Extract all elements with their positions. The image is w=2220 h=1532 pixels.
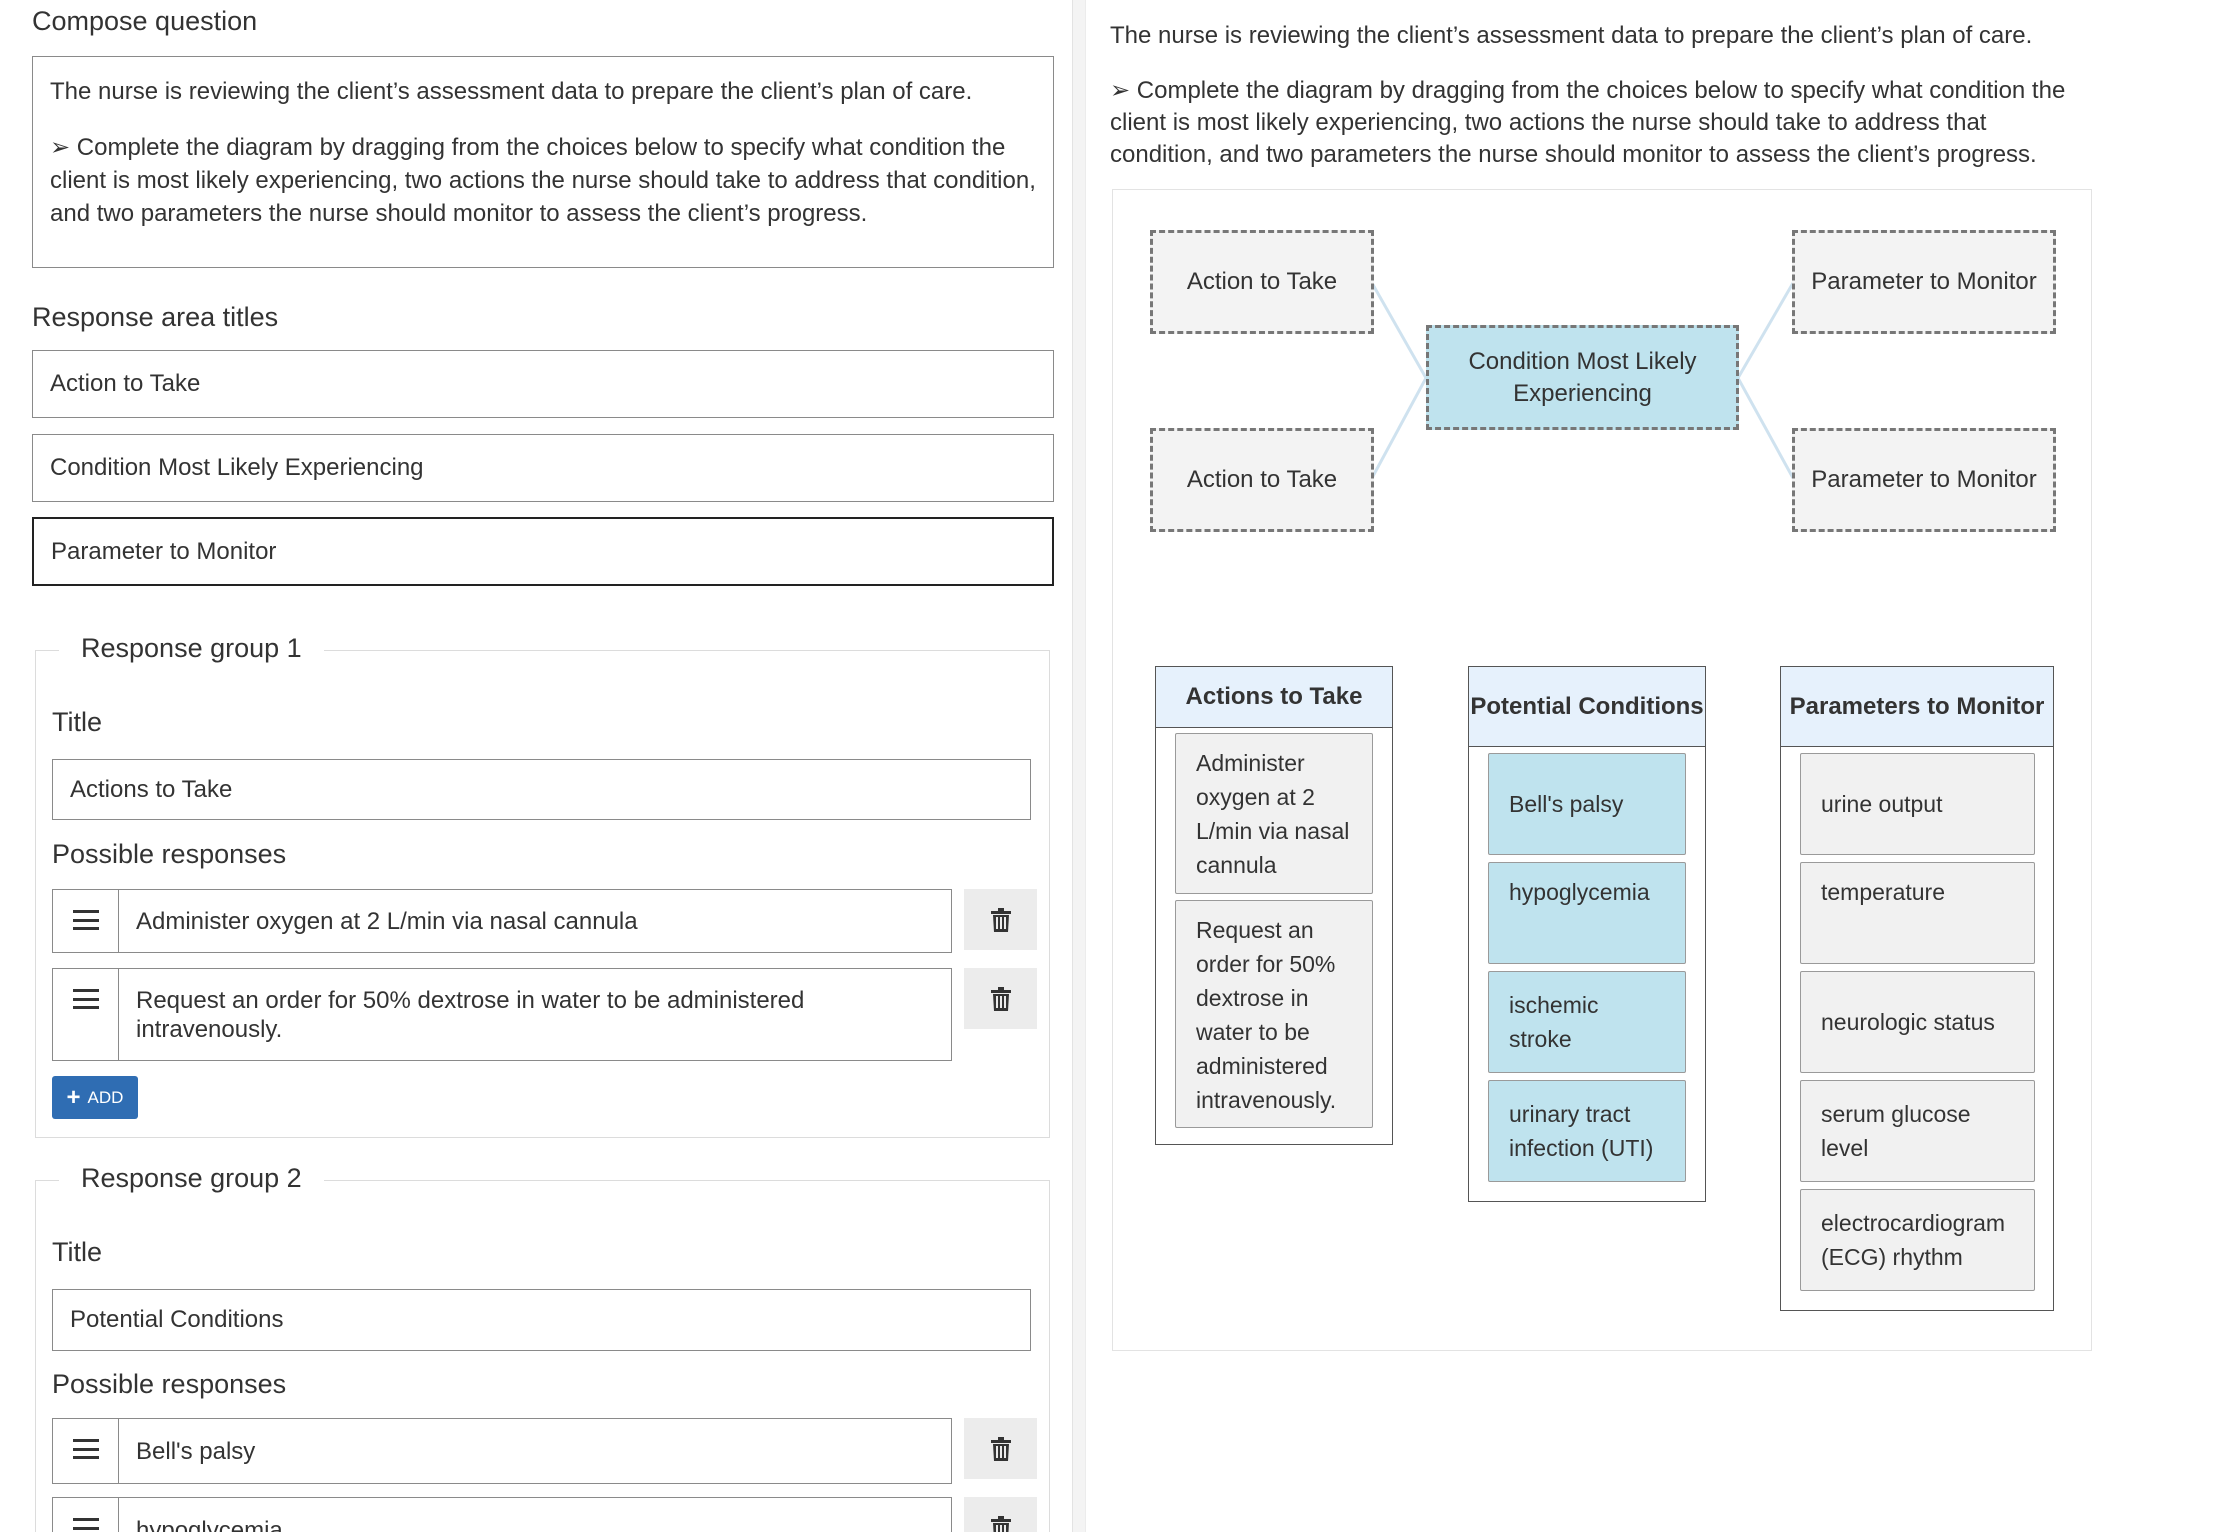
action-slot-2[interactable]: Action to Take xyxy=(1150,428,1374,532)
question-editor[interactable]: The nurse is reviewing the client’s asse… xyxy=(32,56,1054,268)
add-response-button[interactable]: + ADD xyxy=(52,1076,138,1119)
connector-line xyxy=(1736,282,1795,379)
response-group-2: Response group 2 Title Potential Conditi… xyxy=(35,1163,1050,1532)
drag-handle-icon[interactable] xyxy=(53,969,119,1060)
response-input[interactable]: Request an order for 50% dextrose in wat… xyxy=(136,986,805,1043)
choice-chip[interactable]: neurologic status xyxy=(1800,971,2035,1073)
response-row: Administer oxygen at 2 L/min via nasal c… xyxy=(52,889,952,953)
trash-icon xyxy=(990,907,1011,932)
conditions-column: Potential Conditions Bell's palsy hypogl… xyxy=(1468,666,1706,1202)
actions-column: Actions to Take Administer oxygen at 2 L… xyxy=(1155,666,1393,1145)
choice-chip[interactable]: Administer oxygen at 2 L/min via nasal c… xyxy=(1175,733,1373,894)
choice-chip[interactable]: hypoglycemia xyxy=(1488,862,1686,964)
editor-panel: Compose question The nurse is reviewing … xyxy=(0,0,1072,1532)
response-row: Request an order for 50% dextrose in wat… xyxy=(52,968,952,1061)
drag-handle-icon[interactable] xyxy=(53,1498,119,1532)
preview-prompt-line-1: The nurse is reviewing the client’s asse… xyxy=(1110,22,2033,49)
parameter-slot-1[interactable]: Parameter to Monitor xyxy=(1792,230,2056,334)
group-2-title-label: Title xyxy=(52,1237,103,1267)
delete-response-button[interactable] xyxy=(964,1497,1037,1532)
response-group-1-legend: Response group 1 xyxy=(59,633,324,664)
question-line-1: The nurse is reviewing the client’s asse… xyxy=(50,78,973,105)
preview-area: Action to Take Action to Take Condition … xyxy=(1112,189,2092,1351)
connector-line xyxy=(1370,377,1428,479)
group-1-title-label: Title xyxy=(52,707,103,737)
drag-handle-icon[interactable] xyxy=(53,890,119,952)
choice-chip[interactable]: serum glucose level xyxy=(1800,1080,2035,1182)
response-input[interactable]: Bell's palsy xyxy=(136,1437,256,1465)
connector-line xyxy=(1736,377,1795,479)
trash-icon xyxy=(990,1436,1011,1461)
choice-chip[interactable]: urinary tract infection (UTI) xyxy=(1488,1080,1686,1182)
choice-chip[interactable]: Bell's palsy xyxy=(1488,753,1686,855)
delete-response-button[interactable] xyxy=(964,889,1037,950)
trash-icon xyxy=(990,986,1011,1011)
action-slot-1[interactable]: Action to Take xyxy=(1150,230,1374,334)
parameters-column-title: Parameters to Monitor xyxy=(1781,667,2053,747)
group-1-title-input[interactable]: Actions to Take xyxy=(52,759,1031,820)
diagram-connectors xyxy=(1370,282,1795,479)
area-title-condition-input[interactable]: Condition Most Likely Experiencing xyxy=(32,434,1054,502)
parameters-column: Parameters to Monitor urine output tempe… xyxy=(1780,666,2054,1311)
parameter-slot-2[interactable]: Parameter to Monitor xyxy=(1792,428,2056,532)
actions-column-title: Actions to Take xyxy=(1156,667,1392,728)
response-group-2-legend: Response group 2 xyxy=(59,1163,324,1194)
drag-handle-icon[interactable] xyxy=(53,1419,119,1483)
response-input[interactable]: hypoglycemia xyxy=(136,1516,283,1532)
response-group-1: Response group 1 Title Actions to Take P… xyxy=(35,633,1050,1138)
group-2-possible-responses-label: Possible responses xyxy=(52,1369,287,1399)
delete-response-button[interactable] xyxy=(964,1418,1037,1479)
response-area-titles-label: Response area titles xyxy=(32,302,279,332)
choice-chip[interactable]: ischemic stroke xyxy=(1488,971,1686,1073)
preview-prompt-line-2: ➢ Complete the diagram by dragging from … xyxy=(1110,77,2066,168)
response-input[interactable]: Administer oxygen at 2 L/min via nasal c… xyxy=(136,907,638,935)
trash-icon xyxy=(990,1515,1011,1532)
group-1-possible-responses-label: Possible responses xyxy=(52,839,287,869)
delete-response-button[interactable] xyxy=(964,968,1037,1029)
condition-slot[interactable]: Condition Most Likely Experiencing xyxy=(1426,325,1739,430)
area-title-action-input[interactable]: Action to Take xyxy=(32,350,1054,418)
question-line-2: ➢ Complete the diagram by dragging from … xyxy=(50,134,1036,227)
area-title-parameter-input[interactable]: Parameter to Monitor xyxy=(32,517,1054,586)
choice-chip[interactable]: electrocardiogram (ECG) rhythm xyxy=(1800,1189,2035,1291)
choice-chip[interactable]: temperature xyxy=(1800,862,2035,964)
add-button-label: ADD xyxy=(87,1087,124,1107)
choice-chip[interactable]: urine output xyxy=(1800,753,2035,855)
compose-question-label: Compose question xyxy=(32,6,258,36)
conditions-column-title: Potential Conditions xyxy=(1469,667,1705,747)
response-row: hypoglycemia xyxy=(52,1497,952,1532)
choice-chip[interactable]: Request an order for 50% dextrose in wat… xyxy=(1175,900,1373,1128)
panel-divider[interactable] xyxy=(1072,0,1086,1532)
connector-line xyxy=(1370,282,1428,379)
group-2-title-input[interactable]: Potential Conditions xyxy=(52,1289,1031,1351)
response-row: Bell's palsy xyxy=(52,1418,952,1484)
plus-icon: + xyxy=(66,1083,81,1111)
